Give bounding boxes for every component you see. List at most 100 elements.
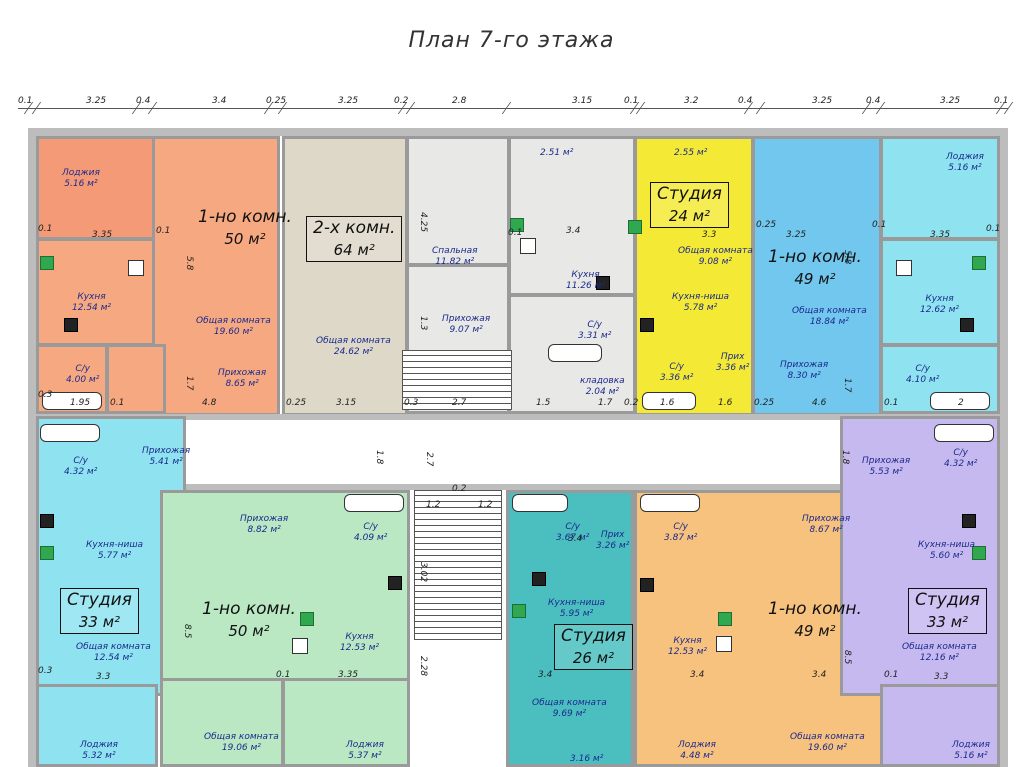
dimension: 8.5 [182, 624, 192, 639]
top-dimension-label: 3.25 [86, 96, 107, 106]
dimension: 0.3 [404, 398, 419, 408]
dimension: 0.1 [38, 224, 53, 234]
dimension: 0.3 [38, 390, 53, 400]
dimension: 1.95 [70, 398, 91, 408]
corridor-wall-bottom [36, 484, 1000, 490]
dimension: 0.25 [286, 398, 307, 408]
top-dimension-label: 3.15 [572, 96, 593, 106]
dimension: 4.8 [202, 398, 217, 408]
dimension: 3.4 [538, 670, 553, 680]
dimension: 3.15 [336, 398, 357, 408]
room-label: 2.51 м² [540, 148, 574, 158]
corridor [36, 414, 1000, 486]
fridge-icon [972, 546, 986, 560]
dimension: 3.25 [786, 230, 807, 240]
outer-wall-top [28, 128, 1008, 136]
loggia-lavender [880, 684, 1000, 767]
staircase [414, 490, 502, 640]
stove-icon [388, 576, 402, 590]
dimension: 4.25 [418, 212, 428, 233]
loggia-cyan [36, 684, 158, 767]
dimension: 3.4 [812, 670, 827, 680]
fridge-icon [718, 612, 732, 626]
top-dimension-line [18, 108, 1008, 109]
stove-icon [640, 318, 654, 332]
bathtub-icon [640, 494, 700, 512]
living-room-2 [282, 136, 408, 416]
bathtub-icon [40, 424, 100, 442]
living-green [160, 678, 284, 767]
fridge-icon [972, 256, 986, 270]
dimension: 1.3 [418, 316, 428, 331]
dimension: 0.25 [756, 220, 777, 230]
fridge-icon [628, 220, 642, 234]
stove-icon [40, 514, 54, 528]
dimension: 2.7 [424, 452, 434, 467]
stove-icon [962, 514, 976, 528]
dimension: 0.25 [754, 398, 775, 408]
table-icon [128, 260, 144, 276]
dimension: 3.4 [568, 534, 583, 544]
dimension: 1.7 [842, 378, 852, 393]
apartment-label: 1-но комн.49 м² [768, 247, 862, 288]
apartment-label: 2-х комн.64 м² [306, 216, 403, 262]
bathtub-icon [344, 494, 404, 512]
bathtub-icon [512, 494, 568, 512]
top-dimension-label: 3.25 [812, 96, 833, 106]
table-icon [896, 260, 912, 276]
fridge-icon [512, 604, 526, 618]
dimension: 3.02 [418, 562, 428, 583]
top-dimension-label: 3.25 [338, 96, 359, 106]
stove-icon [640, 578, 654, 592]
dimension: 0.1 [986, 224, 1001, 234]
dimension: 2.7 [452, 398, 467, 408]
dimension: 1.7 [184, 376, 194, 391]
stove-icon [960, 318, 974, 332]
dimension: 3.4 [566, 226, 581, 236]
dimension: 3.4 [690, 670, 705, 680]
dimension: 3.3 [934, 672, 949, 682]
top-dimension-label: 0.4 [866, 96, 881, 106]
top-dimension-label: 2.8 [452, 96, 467, 106]
bathtub-icon [642, 392, 696, 410]
top-dimension-label: 0.4 [738, 96, 753, 106]
bathtub-icon [930, 392, 990, 410]
dimension: 0.2 [624, 398, 639, 408]
dimension: 1.2 [426, 500, 441, 510]
kitchen-4 [880, 238, 1000, 346]
plan-title: План 7-го этажа [408, 28, 615, 53]
corridor-wall-top [36, 414, 1000, 420]
stove-icon [64, 318, 78, 332]
dimension: 0.2 [452, 484, 467, 494]
dimension: 5.8 [184, 256, 194, 271]
dimension: 0.1 [110, 398, 125, 408]
top-dimension-label: 0.1 [624, 96, 639, 106]
bathtub-icon [42, 392, 102, 410]
top-dimension-label: 0.4 [136, 96, 151, 106]
dimension: 5.8 [842, 250, 852, 265]
